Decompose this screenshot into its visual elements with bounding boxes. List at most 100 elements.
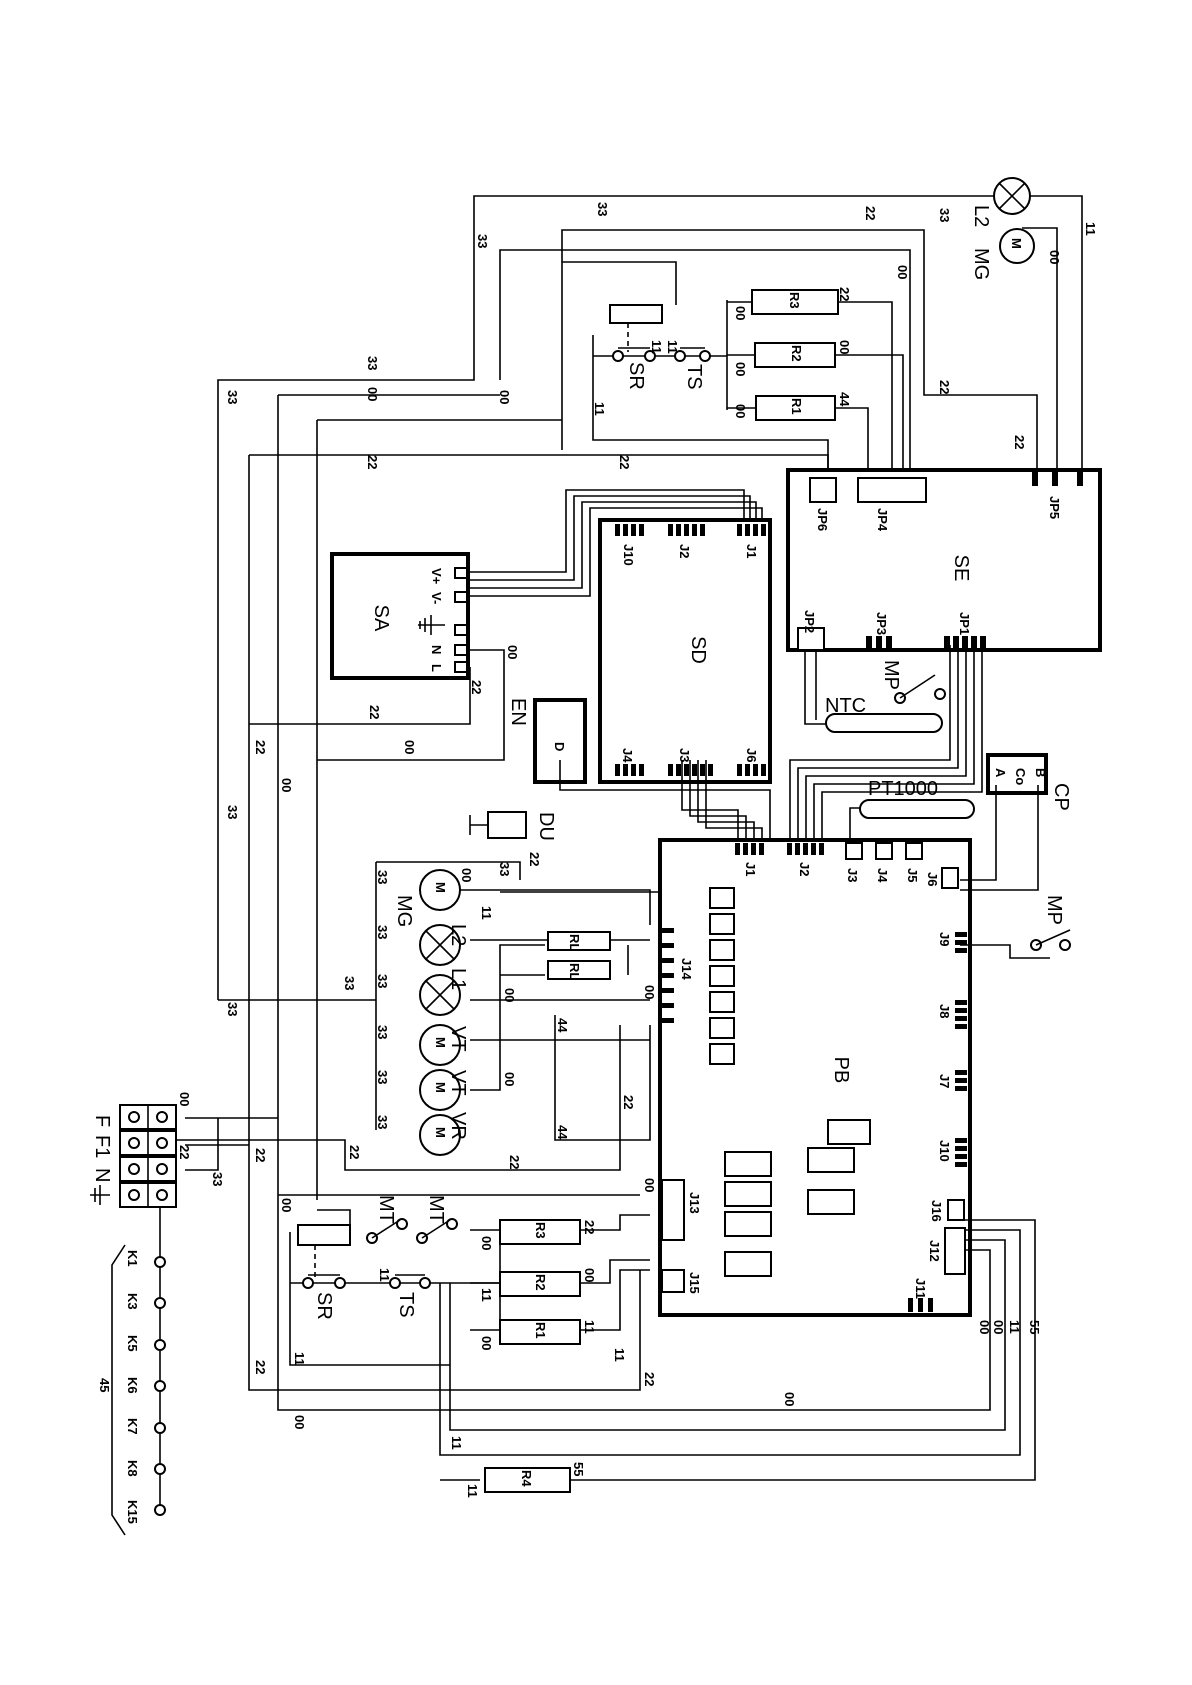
pb-j4-connector (875, 842, 893, 860)
k1-label: K1 (125, 1250, 140, 1267)
pb-j15-connector (661, 1269, 685, 1293)
pb-j15-label: J15 (687, 1272, 702, 1294)
svg-text:22: 22 (253, 740, 268, 754)
svg-text:22: 22 (837, 287, 852, 301)
mg-motor-top: M (999, 228, 1035, 264)
svg-text:00: 00 (977, 1320, 992, 1334)
sr-bottom-element (297, 1224, 351, 1246)
svg-text:11: 11 (665, 340, 680, 354)
svg-text:22: 22 (507, 1155, 522, 1169)
svg-text:00: 00 (479, 1336, 494, 1350)
svg-text:00: 00 (642, 1178, 657, 1192)
vt-motor-1: M (419, 1024, 461, 1066)
r3-bottom-resistor (499, 1219, 581, 1245)
r1-top-resistor (755, 395, 836, 421)
jp6-label: JP6 (815, 508, 830, 531)
pb-j3-connector (845, 842, 863, 860)
vr-motor: M (419, 1114, 461, 1156)
svg-text:33: 33 (937, 208, 952, 222)
svg-text:22: 22 (1012, 435, 1027, 449)
motor-icon: M (1009, 238, 1024, 249)
pb-j7-label: J7 (937, 1074, 952, 1088)
svg-text:22: 22 (367, 705, 382, 719)
svg-text:33: 33 (342, 976, 357, 990)
vt-label-2: VT (447, 1070, 469, 1096)
l2-lamp-top (993, 177, 1031, 215)
svg-text:22: 22 (253, 1360, 268, 1374)
pt1000-label: PT1000 (868, 778, 938, 800)
svg-text:00: 00 (459, 868, 474, 882)
pb-j9-label: J9 (937, 932, 952, 946)
k6-label: K6 (125, 1377, 140, 1394)
pb-j10-label: J10 (937, 1140, 952, 1162)
svg-text:M: M (433, 1127, 448, 1138)
mg-motor: M (419, 869, 461, 911)
pb-j13-connector (661, 1179, 685, 1241)
svg-text:00: 00 (895, 265, 910, 279)
rl-resistor-1 (547, 931, 611, 951)
sd-j6-label: J6 (744, 748, 759, 762)
pb-j2-pins (787, 843, 824, 855)
pb-relays (709, 887, 871, 1277)
svg-text:11: 11 (649, 340, 664, 354)
sa-pin-ground (454, 624, 468, 636)
l2-lamp (419, 924, 461, 966)
pb-j8-label: J8 (937, 1004, 952, 1018)
svg-text:33: 33 (375, 974, 390, 988)
jp1-label: JP1 (957, 612, 972, 635)
svg-text:33: 33 (375, 925, 390, 939)
r2-top-resistor (754, 342, 836, 368)
jp4-connector (857, 477, 927, 503)
svg-text:44: 44 (555, 1125, 570, 1140)
se-board-label: SE (950, 555, 972, 582)
cp-component (986, 753, 1048, 795)
pb-j11-label: J11 (913, 1278, 928, 1299)
svg-text:11: 11 (479, 906, 494, 920)
svg-text:00: 00 (582, 1268, 597, 1282)
svg-text:22: 22 (365, 455, 380, 469)
terminal-n-label: N (91, 1168, 113, 1182)
en-module (533, 698, 587, 784)
svg-text:22: 22 (347, 1145, 362, 1159)
svg-text:00: 00 (1047, 250, 1062, 264)
sa-vminus-label: V- (429, 592, 444, 604)
du-label: DU (535, 812, 557, 841)
svg-text:33: 33 (375, 1070, 390, 1084)
svg-text:00: 00 (782, 1392, 797, 1406)
sd-j2-label: J2 (677, 544, 692, 558)
svg-text:22: 22 (469, 680, 484, 694)
svg-text:00: 00 (479, 1236, 494, 1250)
sd-board-label: SD (687, 636, 709, 664)
r3-top-label: R3 (787, 292, 802, 309)
sa-pin-n (454, 644, 468, 656)
ts-bottom-label: TS (395, 1292, 417, 1318)
svg-text:M: M (433, 882, 448, 893)
pb-j14-label: J14 (679, 958, 694, 980)
r3-bottom-label: R3 (533, 1222, 548, 1239)
svg-text:22: 22 (642, 1372, 657, 1386)
du-component (487, 811, 527, 839)
pb-j1-pins (735, 843, 764, 855)
wires (111, 195, 1083, 1536)
ntc-sensor (825, 713, 943, 733)
pb-j5-label: J5 (905, 868, 920, 882)
r4-label: R4 (519, 1470, 534, 1487)
svg-text:11: 11 (612, 1348, 627, 1362)
ts-top-label: TS (683, 364, 705, 390)
svg-text:55: 55 (1027, 1320, 1042, 1334)
r3-top-resistor (751, 289, 839, 315)
svg-text:11: 11 (582, 1320, 597, 1334)
sd-j10-label: J10 (621, 544, 636, 566)
sd-j1-label: J1 (744, 544, 759, 558)
sd-j1-pins (737, 524, 766, 536)
vr-label: VR (447, 1112, 469, 1140)
earth-ground-icon (90, 1185, 110, 1205)
svg-text:33: 33 (225, 805, 240, 819)
sd-j2-pins (668, 524, 705, 536)
cp-co-label: Co (1013, 768, 1028, 785)
sa-vplus-label: V+ (429, 568, 444, 585)
pb-j10-pins (955, 1138, 967, 1167)
pb-j8-pins (955, 1000, 967, 1029)
svg-text:00: 00 (365, 387, 380, 401)
svg-text:00: 00 (402, 740, 417, 754)
